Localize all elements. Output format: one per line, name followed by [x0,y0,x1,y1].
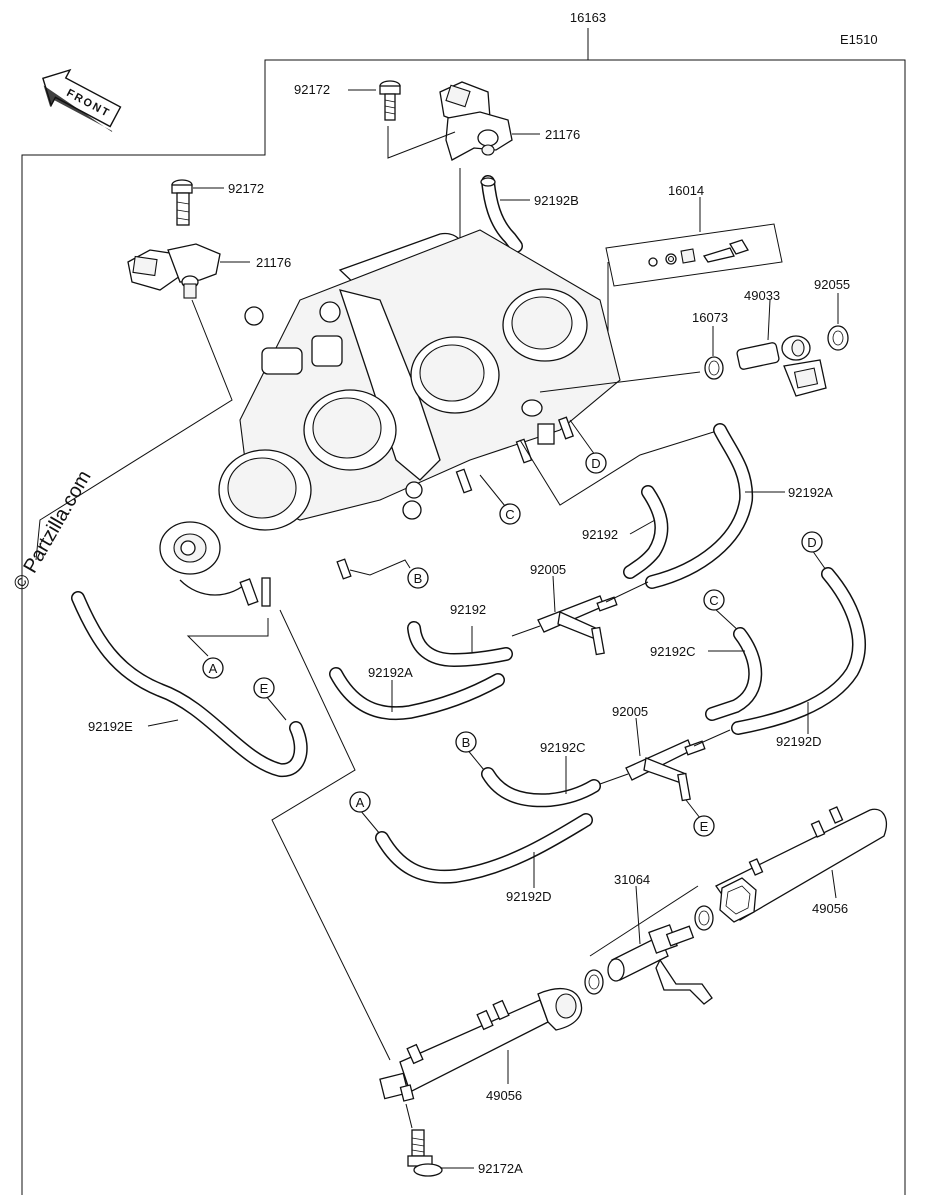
map-sensor-top [439,81,513,161]
connector-d-hose: D [807,535,816,550]
assembly-number: 16163 [570,10,606,25]
connector-c-hose: C [709,593,718,608]
label-rail-right: 49056 [812,901,848,916]
connector-b-hose: B [462,735,471,750]
label-bolt-top: 92172 [294,82,330,97]
label-bolt-left: 92172 [228,181,264,196]
tee-fitting-lower [599,729,731,802]
label-hose-a-left: 92192A [368,665,413,680]
connector-a-top: A [209,661,218,676]
small-washer [704,356,724,380]
front-direction-arrow-icon: FRONT [42,68,122,132]
label-hose-mid: 92192 [582,527,618,542]
connector-a-hose: A [356,795,365,810]
connector-b-top: B [414,571,423,586]
label-hose-c: 92192C [650,644,696,659]
label-injector: 49033 [744,288,780,303]
label-hose-top: 92192B [534,193,579,208]
label-hose-d-lower: 92192D [506,889,552,904]
map-sensor-left [127,243,221,299]
bolt-top [379,80,401,121]
label-joint: 31064 [614,872,650,887]
label-rail-left: 49056 [486,1088,522,1103]
label-hose-e: 92192E [88,719,133,734]
label-oring: 92055 [814,277,850,292]
oring [827,325,849,351]
label-tee-upper: 92005 [530,562,566,577]
injector [736,335,827,397]
screw-kit [605,223,783,287]
connector-e-top: E [260,681,269,696]
label-sensor-top: 21176 [545,127,580,142]
fuel-rail-right [715,806,887,923]
throttle-body-assembly [159,229,621,607]
bolt-bottom [407,1129,443,1177]
fuel-rail-left [379,988,583,1102]
label-kit: 16014 [668,183,704,198]
label-sensor-left: 21176 [256,255,291,270]
label-hose-d-right: 92192D [776,734,822,749]
connector-e-tee: E [700,819,709,834]
connector-d-top: D [591,456,600,471]
tee-fitting-upper [511,581,649,656]
bolt-left [171,179,193,226]
label-small-washer: 16073 [692,310,728,325]
diagram-code: E1510 [840,32,878,47]
connector-c-top: C [505,507,514,522]
label-hose-a-right: 92192A [788,485,833,500]
label-bolt-bottom: 92172A [478,1161,523,1176]
label-hose-lower: 92192 [450,602,486,617]
label-hose-c-lower: 92192C [540,740,586,755]
label-tee-lower: 92005 [612,704,648,719]
fuel-joint [584,905,714,1005]
assembly-frame [21,28,906,1195]
